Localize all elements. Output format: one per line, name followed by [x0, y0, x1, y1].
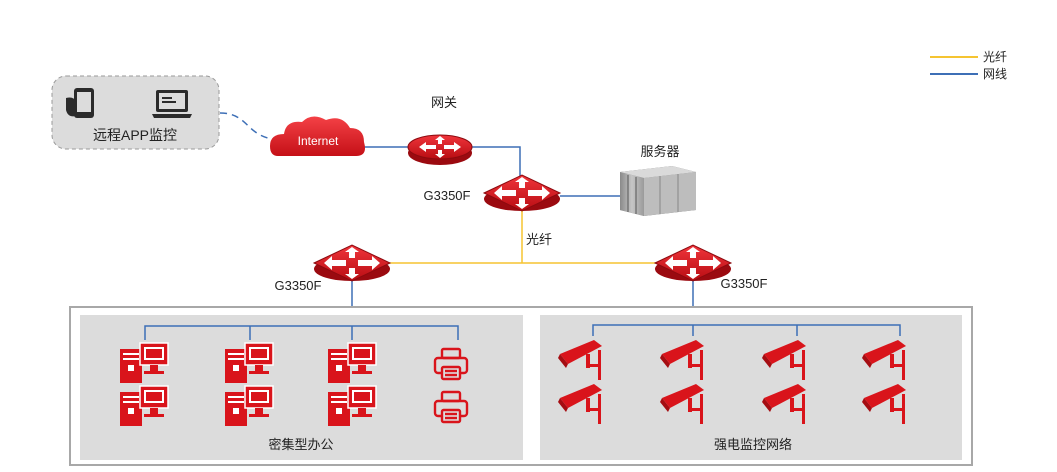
internet-label: Internet — [298, 134, 339, 148]
phone-icon — [66, 88, 94, 118]
core-switch-icon — [483, 174, 561, 212]
gateway-label: 网关 — [431, 95, 457, 110]
legend-ethernet-label: 网线 — [983, 67, 1007, 81]
legend: 光纤 网线 — [930, 50, 1007, 81]
server-label: 服务器 — [640, 144, 679, 159]
remote-monitor-label: 远程APP监控 — [93, 127, 177, 143]
gateway-core-link — [470, 146, 521, 183]
surveillance-zone: 强电监控网络 — [540, 315, 962, 460]
legend-fiber-label: 光纤 — [983, 50, 1007, 64]
surveillance-bus — [592, 324, 901, 336]
office-zone: 密集型办公 — [80, 315, 523, 460]
right-switch-label: G3350F — [721, 276, 768, 291]
surveillance-zone-label: 强电监控网络 — [714, 437, 792, 452]
internet-cloud-icon: Internet — [270, 116, 365, 156]
remote-monitor-box: 远程APP监控 — [51, 75, 220, 150]
remote-internet-link — [219, 112, 281, 141]
office-zone-label: 密集型办公 — [268, 437, 333, 452]
gateway-router-icon — [407, 134, 473, 166]
fiber-link-label: 光纤 — [526, 232, 552, 247]
core-switch-label: G3350F — [424, 188, 471, 203]
server-icon — [620, 166, 696, 216]
left-switch-icon — [313, 244, 391, 282]
laptop-icon — [152, 90, 192, 118]
office-bus — [144, 325, 459, 340]
left-switch-label: G3350F — [275, 278, 322, 293]
